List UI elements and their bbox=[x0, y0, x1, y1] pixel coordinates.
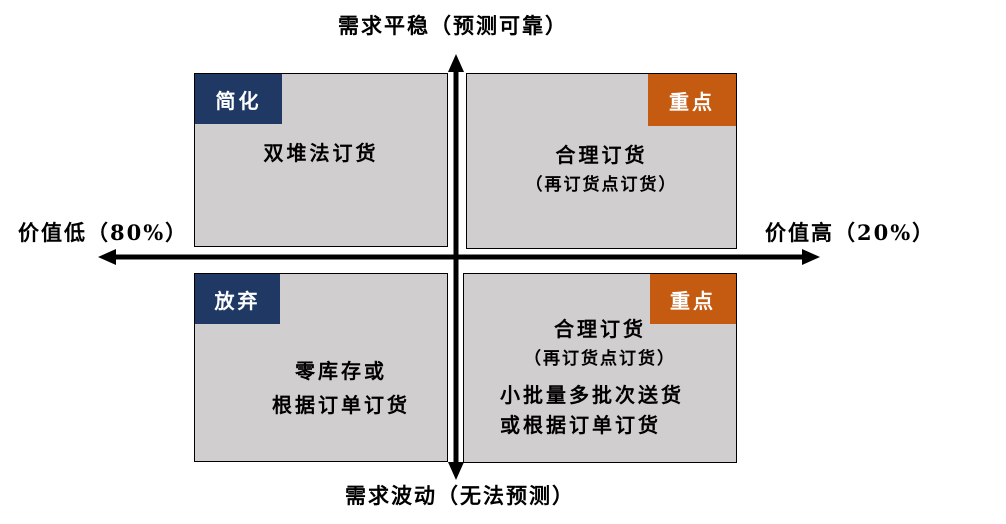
horizontal-axis-arrow bbox=[98, 249, 820, 265]
text-line: 合理订货 bbox=[554, 317, 646, 341]
quadrant-top-left: 简化 双堆法订货 bbox=[194, 73, 448, 247]
badge-abandon: 放弃 bbox=[195, 274, 280, 324]
quadrant-bottom-right: 重点 合理订货 （再订货点订货） 小批量多批次送货 或根据订单订货 bbox=[463, 273, 737, 463]
quadrant-text: 双堆法订货 bbox=[263, 141, 379, 165]
axis-label-right: 价值高（20%） bbox=[765, 220, 936, 245]
axis-label-left: 价值低（80%） bbox=[18, 220, 189, 245]
quadrant-bottom-left: 放弃 零库存或 根据订单订货 bbox=[194, 273, 448, 462]
axis-label-top: 需求平稳（预测可靠） bbox=[338, 13, 568, 38]
text-line: 零库存或 bbox=[295, 359, 387, 383]
quadrant-text: 合理订货 （再订货点订货） 小批量多批次送货 或根据订单订货 bbox=[464, 314, 736, 440]
quadrant-text: 合理订货 （再订货点订货） bbox=[467, 140, 736, 200]
badge-simplify: 简化 bbox=[195, 74, 282, 124]
axis-label-bottom: 需求波动（无法预测） bbox=[345, 483, 575, 508]
text-line: 小批量多批次送货 bbox=[500, 383, 684, 407]
vertical-axis-arrow bbox=[448, 54, 464, 480]
text-line: （再订货点订货） bbox=[525, 175, 678, 195]
quadrant-top-right: 重点 合理订货 （再订货点订货） bbox=[466, 73, 737, 249]
text-line: 根据订单订货 bbox=[272, 393, 410, 417]
badge-focus: 重点 bbox=[650, 274, 736, 324]
text-line: 合理订货 bbox=[555, 143, 648, 167]
quadrant-text: 零库存或 根据订单订货 bbox=[235, 354, 447, 422]
text-line: （再订货点订货） bbox=[524, 349, 676, 369]
text-line: 或根据订单订货 bbox=[500, 413, 661, 437]
badge-focus: 重点 bbox=[648, 74, 736, 126]
